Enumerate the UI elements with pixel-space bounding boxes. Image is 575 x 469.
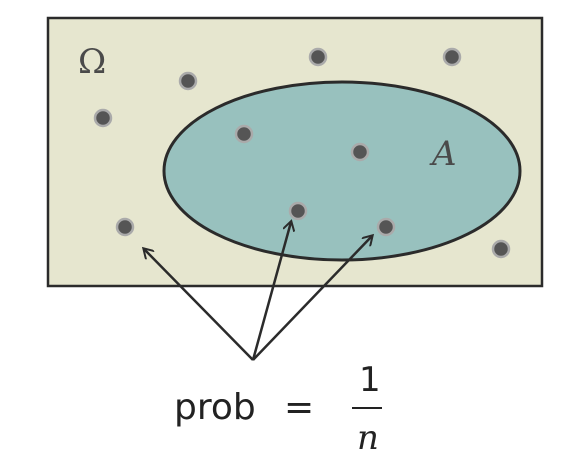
outcome-point xyxy=(234,124,254,144)
outcome-point xyxy=(376,217,396,237)
arrow-left xyxy=(144,249,254,361)
event-ellipse xyxy=(162,80,522,262)
formula-denominator: n xyxy=(357,418,379,458)
outcome-point xyxy=(442,47,462,67)
arrow-middle xyxy=(251,222,291,361)
outcome-point xyxy=(288,201,308,221)
arrows xyxy=(144,222,372,361)
outcome-point xyxy=(350,142,370,162)
sample-space-label: Ω xyxy=(78,42,106,82)
outcome-point xyxy=(178,71,198,91)
outcome-point xyxy=(115,217,135,237)
outcome-points xyxy=(93,47,511,259)
event-label: A xyxy=(429,134,457,174)
outcome-point xyxy=(93,108,113,128)
formula-equals: = xyxy=(284,387,314,428)
outcome-point xyxy=(308,47,328,67)
arrow-right xyxy=(252,236,372,361)
formula-lhs: prob xyxy=(174,387,256,428)
outcome-point xyxy=(491,239,511,259)
formula-numerator: 1 xyxy=(359,360,381,400)
probability-formula: prob = 1 n xyxy=(174,360,382,458)
